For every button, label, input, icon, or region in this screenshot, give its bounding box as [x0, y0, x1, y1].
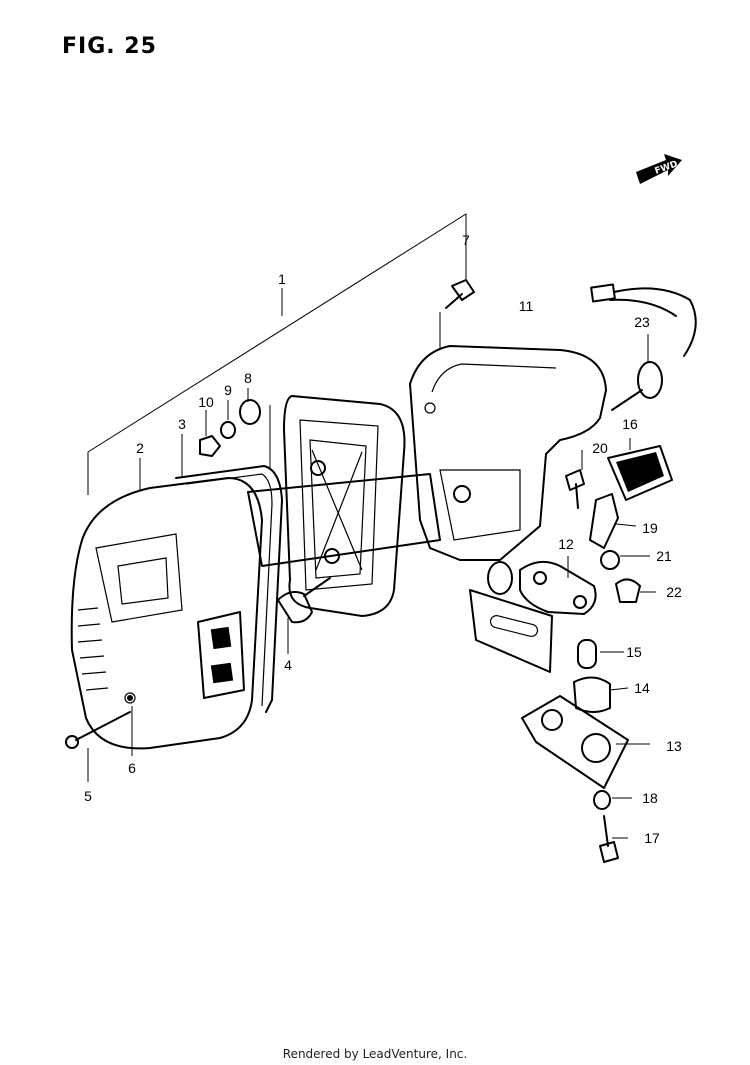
callout-11: 11	[518, 298, 534, 314]
callout-4: 4	[284, 657, 292, 673]
callout-3: 3	[178, 416, 186, 432]
callout-18: 18	[642, 790, 658, 806]
lamp-housing	[282, 394, 406, 618]
callout-15: 15	[626, 644, 642, 660]
fig-title: FIG. 25	[62, 34, 157, 59]
callout-10: 10	[198, 394, 214, 410]
callout-8: 8	[244, 370, 252, 386]
hardware	[65, 279, 673, 863]
callout-22: 22	[666, 584, 682, 600]
leader-lines	[87, 258, 656, 839]
callout-19: 19	[642, 520, 658, 536]
callout-1: 1	[278, 271, 286, 287]
callout-20: 20	[592, 440, 608, 456]
fwd-label: FWD	[654, 159, 680, 176]
mounting-bracket	[247, 344, 608, 673]
callout-17: 17	[644, 830, 660, 846]
callout-21: 21	[656, 548, 672, 564]
credit-line: Rendered by LeadVenture, Inc.	[282, 1047, 468, 1061]
fwd-arrow-icon: FWD	[636, 154, 682, 184]
clamp	[519, 560, 597, 615]
lens-gasket	[175, 465, 283, 713]
callout-14: 14	[634, 680, 650, 696]
callout-7: 7	[462, 232, 470, 248]
callout-12: 12	[558, 536, 574, 552]
tail-lamp-lens	[70, 476, 264, 750]
callout-9: 9	[224, 382, 232, 398]
callout-6: 6	[128, 760, 136, 776]
callout-16: 16	[622, 416, 638, 432]
callout-13: 13	[666, 738, 682, 754]
callout-23: 23	[634, 314, 650, 330]
callout-2: 2	[136, 440, 144, 456]
assembly-bracket	[87, 213, 467, 495]
wiring-harness	[590, 283, 697, 411]
bulb-socket	[277, 577, 331, 624]
callout-5: 5	[84, 788, 92, 804]
